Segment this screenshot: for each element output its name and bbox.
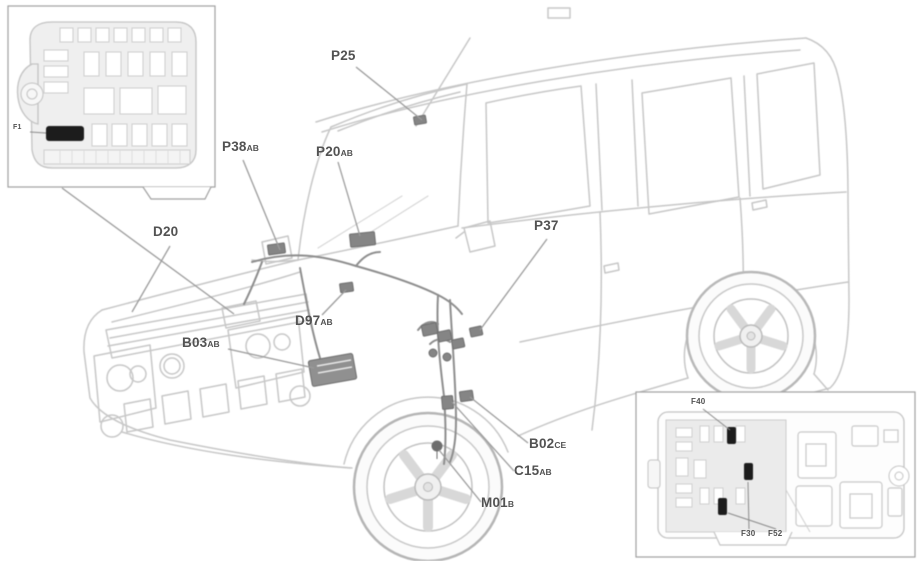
connector-d97 bbox=[339, 281, 354, 294]
fuse-label-f1-text: F1 bbox=[13, 124, 22, 131]
leader-b03 bbox=[227, 348, 315, 369]
dash-fusebox-inset bbox=[635, 391, 916, 558]
module-p20 bbox=[349, 231, 377, 248]
component-label-d20: D20 bbox=[153, 224, 179, 239]
component-label-p38: P38AB bbox=[222, 139, 259, 154]
leader-c15 bbox=[451, 401, 515, 472]
leader-m01 bbox=[438, 449, 482, 503]
component-label-c15: C15AB bbox=[514, 463, 552, 478]
component-label-p37: P37 bbox=[534, 218, 559, 233]
ground-m01 bbox=[431, 440, 443, 459]
component-label-d97: D97AB bbox=[295, 313, 333, 328]
connector-p38 bbox=[267, 242, 286, 256]
leader-lines bbox=[61, 66, 548, 503]
connector-b02 bbox=[458, 389, 474, 403]
component-label-p25: P25 bbox=[331, 48, 356, 63]
leader-p37 bbox=[479, 238, 548, 331]
fuse-label-f30: F30 bbox=[741, 529, 756, 538]
highlighted-fuse-f30 bbox=[744, 463, 753, 480]
front-wheel bbox=[352, 411, 504, 561]
component-label-p20: P20AB bbox=[316, 144, 353, 159]
engine-fusebox-inset bbox=[7, 5, 216, 200]
leader-d20 bbox=[131, 245, 171, 313]
leader-b02 bbox=[469, 396, 529, 444]
leader-d97 bbox=[321, 289, 347, 316]
junction-c15 bbox=[441, 395, 455, 410]
leader-p25 bbox=[355, 66, 423, 121]
leader-p38 bbox=[242, 159, 281, 251]
highlighted-components bbox=[267, 114, 484, 459]
highlighted-fuse-f1 bbox=[46, 126, 84, 141]
fuse-label-f52: F52 bbox=[768, 529, 783, 538]
component-p37 bbox=[468, 325, 484, 338]
rear-wheel bbox=[685, 270, 817, 402]
highlighted-fuse-f52 bbox=[718, 498, 727, 515]
fuse-label-f1: F1 bbox=[13, 124, 22, 131]
component-label-b02: B02CE bbox=[529, 436, 567, 451]
leader-engine-fusebox bbox=[61, 187, 235, 315]
highlighted-fuse-f40 bbox=[727, 427, 736, 444]
component-p25 bbox=[413, 114, 427, 126]
component-label-m01: M01B bbox=[481, 495, 515, 510]
wiring-harness bbox=[243, 251, 463, 465]
ecu-b03 bbox=[307, 353, 358, 387]
component-label-b03: B03AB bbox=[182, 335, 220, 350]
leader-p20 bbox=[337, 161, 361, 237]
fuse-label-f40: F40 bbox=[691, 397, 706, 406]
